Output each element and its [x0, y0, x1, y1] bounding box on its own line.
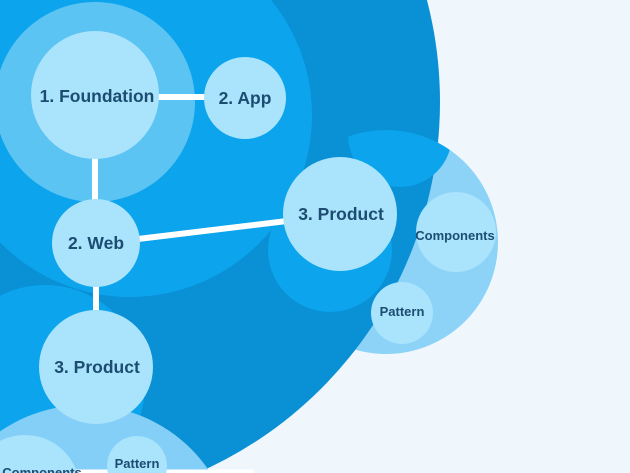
foundation-node: [31, 31, 159, 159]
product-bottom-label: 3. Product: [54, 357, 140, 377]
edge-web-product-right: [135, 218, 290, 242]
pattern-bottom-node: [107, 436, 167, 473]
product-right-node: [283, 157, 397, 271]
components-bottom-node: [0, 435, 78, 473]
components-right-label: Components: [415, 228, 494, 243]
cluster-overlap-band: [348, 130, 452, 187]
node-labels: 1. Foundation 2. App 2. Web 3. Product 3…: [2, 86, 494, 473]
web-node: [52, 199, 140, 287]
components-bottom-label: Components: [2, 465, 81, 473]
web-label: 2. Web: [68, 233, 124, 253]
pattern-right-label: Pattern: [380, 304, 425, 319]
node-circles: [0, 31, 496, 473]
product-right-label: 3. Product: [298, 204, 384, 224]
components-right-node: [416, 192, 496, 272]
app-node: [204, 57, 286, 139]
app-label: 2. App: [219, 88, 272, 108]
product-bottom-node: [39, 310, 153, 424]
pattern-right-node: [371, 282, 433, 344]
pattern-bottom-label: Pattern: [115, 456, 160, 471]
foundation-label: 1. Foundation: [40, 86, 155, 106]
